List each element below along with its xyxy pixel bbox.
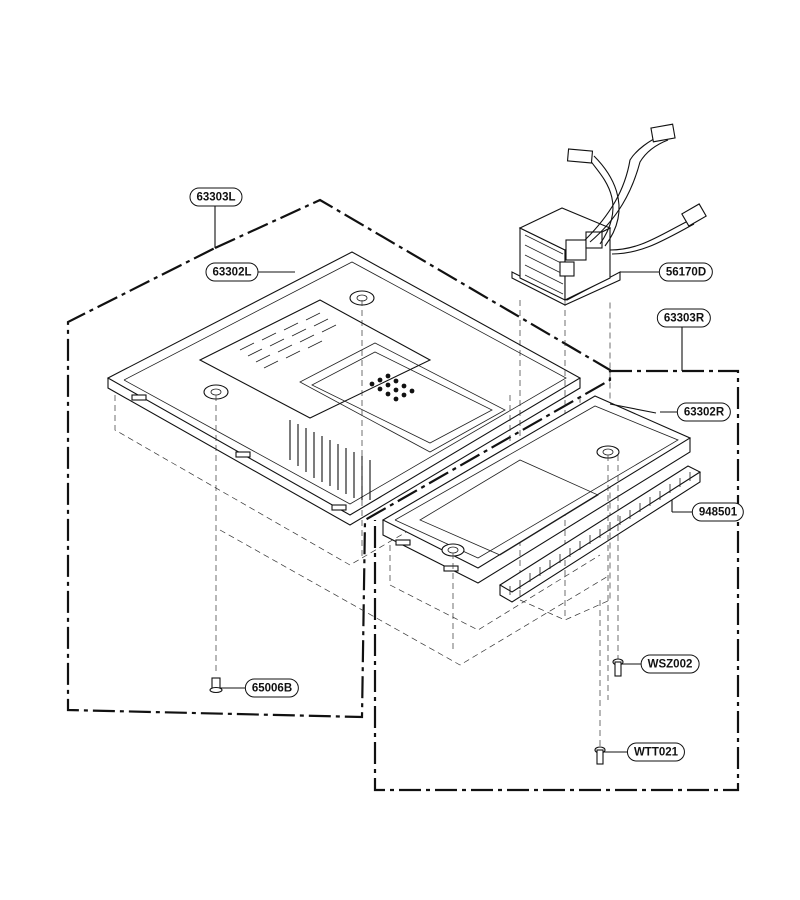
part-label-wsz002: WSZ002 bbox=[640, 654, 700, 674]
screw-wsz002 bbox=[612, 658, 624, 677]
group-outline-left bbox=[66, 198, 612, 719]
right-projection-lines bbox=[389, 455, 619, 750]
screw-65006b bbox=[209, 677, 223, 694]
part-label-wtt021: WTT021 bbox=[626, 742, 686, 762]
part-label-63303r: 63303R bbox=[656, 308, 712, 328]
right-base-plate bbox=[381, 395, 692, 584]
gasket-strip bbox=[498, 465, 702, 603]
part-label-948501: 948501 bbox=[691, 502, 745, 522]
transformer bbox=[511, 123, 707, 621]
part-label-63302r: 63302R bbox=[676, 402, 732, 422]
part-label-65006b: 65006B bbox=[244, 678, 300, 698]
left-base-plate bbox=[106, 251, 582, 526]
part-label-63303l: 63303L bbox=[189, 187, 243, 207]
leader-lines bbox=[214, 206, 692, 753]
part-label-63302l: 63302L bbox=[205, 262, 259, 282]
group-outline-right bbox=[373, 369, 740, 792]
part-label-56170d: 56170D bbox=[658, 262, 714, 282]
screw-wtt021 bbox=[594, 746, 606, 765]
